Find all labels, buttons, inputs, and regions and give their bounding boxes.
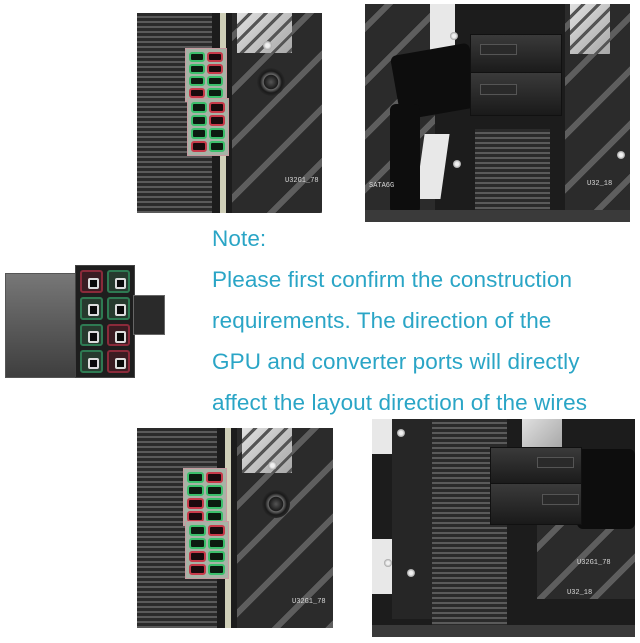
pin [189, 551, 206, 562]
connector-latch [133, 295, 165, 335]
pin [191, 115, 207, 126]
screw [263, 41, 272, 50]
pin [187, 472, 204, 483]
gpu-8pin-socket-upper [183, 468, 227, 526]
pin [189, 538, 206, 549]
power-wires [577, 449, 635, 529]
pin [80, 350, 103, 373]
connector-latch [542, 494, 579, 505]
photo-connectors-bottom-right: U32G1_78 U32_18 [372, 419, 635, 637]
pin [208, 525, 225, 536]
chipset-heatsink [522, 419, 562, 447]
note-line: affect the layout direction of the wires [212, 390, 588, 415]
screw [397, 429, 405, 437]
pin [207, 88, 223, 98]
note-line: Please first confirm the construction [212, 267, 573, 292]
pin [207, 64, 223, 74]
board-label: U32G1_78 [577, 559, 611, 567]
pin [206, 472, 223, 483]
connector-pin-face [75, 265, 135, 378]
pin [209, 141, 225, 152]
case-floor [372, 625, 635, 637]
pin [209, 115, 225, 126]
gpu-8pin-socket-upper [185, 48, 227, 102]
connector-latch [480, 84, 517, 95]
pin [207, 52, 223, 62]
connector-latch [537, 457, 574, 468]
gpu-8pin-socket-lower [187, 98, 229, 156]
note-text-block: Note: Please first confirm the construct… [212, 218, 640, 423]
photo-8pin-connector [5, 265, 165, 378]
pin [80, 270, 103, 293]
pin [206, 498, 223, 509]
pin [189, 64, 205, 74]
note-title: Note: [212, 226, 267, 251]
board-label: U32_18 [567, 589, 593, 597]
heatsink [475, 129, 550, 219]
board-label: SATA6G [369, 182, 395, 190]
pin [209, 128, 225, 139]
photo-gpu-ports-top-left: U32G1_78 [137, 13, 322, 213]
standoff [257, 68, 285, 96]
note-line: requirements. The direction of the [212, 308, 552, 333]
pin [80, 296, 103, 320]
note-line: GPU and converter ports will directly [212, 349, 580, 374]
pin [187, 498, 204, 509]
pin [209, 102, 225, 113]
pin [107, 323, 130, 347]
pin [107, 296, 130, 320]
pin [80, 323, 103, 347]
photo-gpu-ports-bottom-left: U32G1_78 [137, 428, 333, 628]
power-wires [390, 104, 420, 214]
screw [268, 461, 277, 470]
connector-housing [5, 273, 79, 378]
pin [191, 141, 207, 152]
pin [189, 564, 206, 575]
screw [384, 559, 392, 567]
case-floor [365, 210, 630, 222]
pin [208, 551, 225, 562]
connector-latch [480, 44, 517, 55]
pin [189, 76, 205, 86]
board-label: U32G1_78 [292, 598, 326, 606]
pin [191, 102, 207, 113]
pin [189, 88, 205, 98]
board-label: U32_18 [587, 180, 613, 188]
pin [208, 538, 225, 549]
screw [617, 151, 625, 159]
board-label: U32G1_78 [285, 177, 319, 185]
photo-connectors-top-right: U32_18 SATA6G [365, 4, 630, 222]
pin [208, 564, 225, 575]
screw [453, 160, 461, 168]
pin [207, 76, 223, 86]
standoff [262, 490, 290, 518]
pin [191, 128, 207, 139]
pin [107, 270, 130, 293]
motherboard [537, 524, 635, 599]
screw [450, 32, 458, 40]
screw [407, 569, 415, 577]
pin [107, 350, 130, 373]
pin [189, 52, 205, 62]
pin [187, 485, 204, 496]
pin [206, 485, 223, 496]
gpu-8pin-socket-lower [185, 521, 229, 579]
pin [189, 525, 206, 536]
